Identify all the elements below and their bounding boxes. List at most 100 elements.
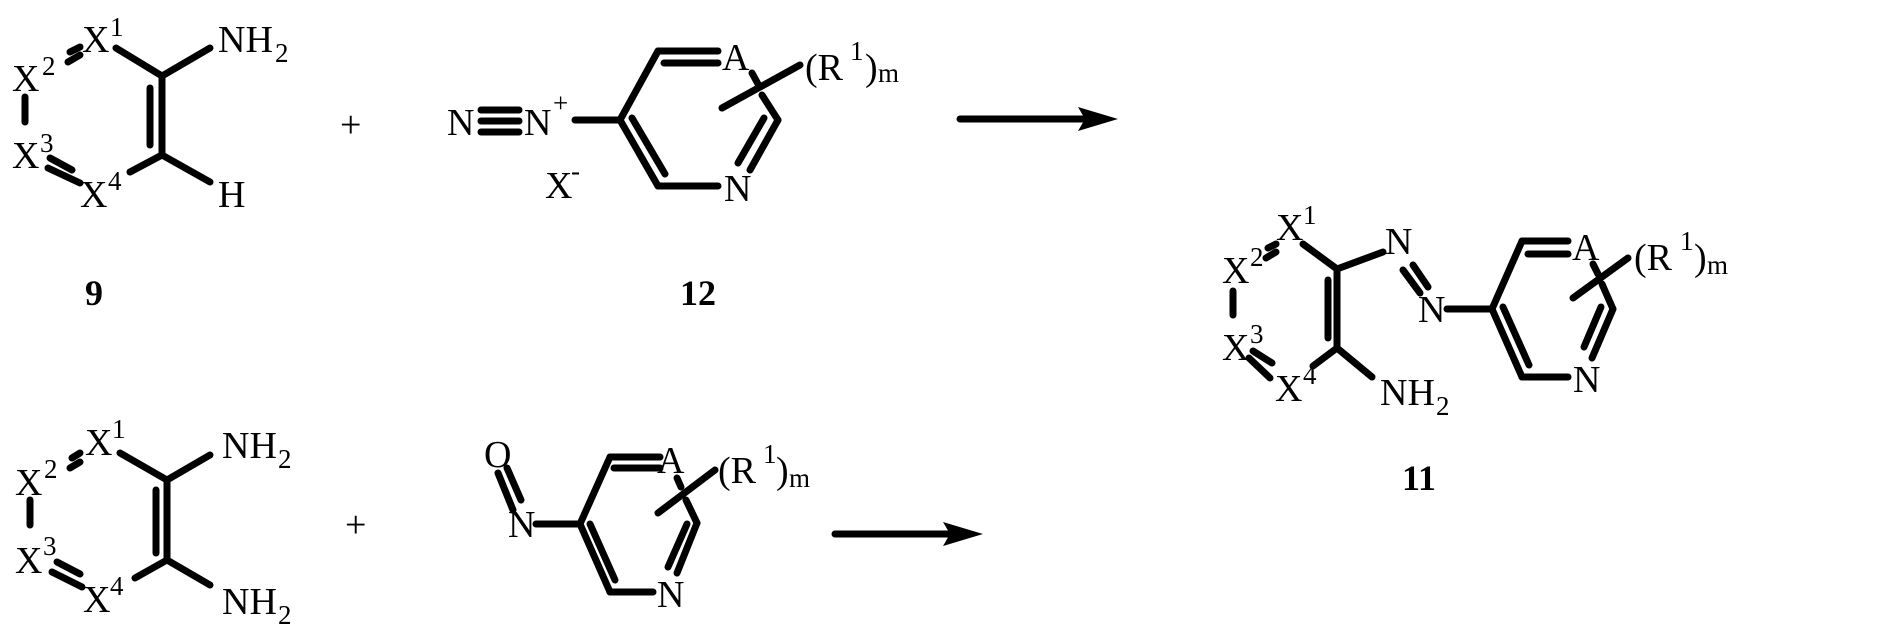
r1-superscript: 1: [850, 36, 864, 66]
bond-x2-x1-dash2: [1264, 240, 1280, 252]
hydrogen-atom: H: [218, 174, 245, 216]
r1-superscript: 1: [1680, 226, 1694, 256]
ring-bond-a-stub: [1589, 260, 1602, 278]
bond-c2-x4: [131, 556, 171, 582]
cation-charge: +: [553, 88, 568, 118]
atom-x4: X: [83, 579, 110, 621]
atom-x3-superscript: 3: [1250, 319, 1264, 349]
ring-atom-n: N: [657, 574, 684, 616]
substituent-bond: [718, 61, 804, 112]
bond-x1-c1: [112, 44, 166, 80]
ring-bond-4: [746, 116, 782, 174]
ring-atom-a: A: [722, 37, 750, 79]
compound-label-12: 12: [680, 273, 716, 313]
compound-label-9: 9: [85, 273, 103, 313]
diamine-reactant: X 1 X 2 X 3 X 4 NH 2 NH 2: [15, 414, 292, 630]
nitroso-nitrogen: N: [508, 504, 535, 546]
atom-x1: X: [85, 422, 112, 464]
r1-subscript: m: [1707, 250, 1728, 280]
atom-x4-superscript: 4: [108, 166, 122, 196]
ring-bond-6: [1488, 305, 1526, 381]
atom-x3-superscript: 3: [43, 531, 57, 561]
bond-x1-c1: [1299, 240, 1341, 273]
ring-bond-4-inner: [664, 520, 691, 571]
ring-bond-4-inner: [1580, 303, 1605, 351]
amine-bottom-subscript: 2: [278, 600, 292, 630]
reaction-arrow-top: [956, 107, 1118, 131]
atom-x3: X: [1222, 327, 1249, 369]
r1-group-close: ): [776, 450, 789, 492]
r1-group-open: (R: [805, 47, 844, 89]
atom-x2: X: [12, 58, 39, 100]
bond-x3-x4-inner: [46, 154, 76, 174]
ring-atom-a: A: [657, 440, 685, 482]
bond-x1-c1: [116, 449, 171, 484]
atom-x2-superscript: 2: [44, 454, 58, 484]
bond-x2-x1-dash: [66, 458, 84, 472]
ring-bond-6: [576, 520, 614, 596]
substituent-bond: [654, 466, 719, 517]
atom-x3-superscript: 3: [40, 128, 54, 158]
ring-bond-1: [576, 453, 614, 528]
ring-bond-6-inner: [1499, 303, 1533, 369]
azo-double-bond-inner: [1409, 261, 1432, 291]
atom-x1: X: [82, 19, 109, 61]
ring-bond-4-inner: [734, 114, 768, 167]
ring-bond-3: [758, 91, 782, 124]
bond-c2-x4: [126, 151, 166, 176]
bond-x3-x4: [1245, 354, 1274, 382]
bond-c2-nh2: [1333, 344, 1376, 381]
bond-x3-x4: [48, 568, 86, 591]
bond-c1-nh2: [158, 44, 214, 80]
atom-x1-superscript: 1: [112, 414, 126, 444]
ring-atom-n: N: [1573, 359, 1600, 401]
bond-x2-x1-dash2: [66, 43, 84, 56]
atom-x1: X: [1276, 207, 1303, 249]
substituent-bond: [1569, 254, 1632, 302]
bond-x3-x4-inner: [1249, 347, 1276, 367]
amine-bottom: NH: [222, 581, 277, 623]
atom-x4: X: [1275, 368, 1302, 410]
ring-bond-6-inner: [628, 114, 669, 178]
ring-bond-1: [1488, 237, 1526, 313]
r1-subscript: m: [789, 463, 810, 493]
ring-bond-3: [682, 496, 701, 527]
ring-bond-1: [616, 47, 662, 124]
atom-x2: X: [1222, 250, 1249, 292]
n-o-double-bond-inner: [503, 464, 525, 504]
ring-bond-6: [616, 116, 662, 190]
compound-11: X 1 X 2 X 3 X 4 NH 2 N N A N: [1222, 200, 1728, 498]
r1-group-open: (R: [1634, 237, 1673, 279]
compound-9: X 1 X 2 X 3 X 4 NH 2 H 9: [12, 12, 289, 313]
diazonium-terminal-n: N: [447, 102, 474, 144]
r1-superscript: 1: [763, 439, 777, 469]
azo-double-bond: [1399, 266, 1424, 297]
atom-x2-superscript: 2: [1250, 242, 1264, 272]
r1-group-close: ): [865, 47, 878, 89]
n-o-double-bond: [494, 469, 517, 514]
compound-12: N N + X - A N (R 1 ) m 12: [447, 36, 899, 313]
r1-group-open: (R: [718, 450, 757, 492]
ring-bond-a-stub: [673, 474, 685, 491]
reaction-arrow-bottom: [831, 522, 983, 546]
azo-n1: N: [1385, 221, 1412, 263]
atom-x3: X: [15, 540, 42, 582]
atom-x1-superscript: 1: [1303, 200, 1317, 230]
bond-x2-x1-dash: [1262, 248, 1280, 262]
bond-c1-n1: [1333, 248, 1387, 273]
ring-atom-n: N: [724, 168, 751, 210]
plus-sign-bottom: +: [345, 504, 366, 546]
amine-group: NH: [1380, 372, 1435, 414]
ring-bond-4: [1588, 305, 1617, 362]
atom-x2-superscript: 2: [42, 51, 56, 81]
bond-c1-nh2: [163, 451, 214, 484]
counterion-x: X: [545, 165, 572, 207]
bond-x2-x1-dash: [64, 51, 84, 66]
atom-x4: X: [80, 174, 107, 216]
bond-x3-x4-inner: [53, 558, 84, 578]
nitroso-reactant: O N A N (R 1 ) m: [484, 434, 810, 616]
ring-bond-a-stub: [748, 69, 762, 88]
r1-group-close: ): [1694, 237, 1707, 279]
amine-top-subscript: 2: [278, 444, 292, 474]
